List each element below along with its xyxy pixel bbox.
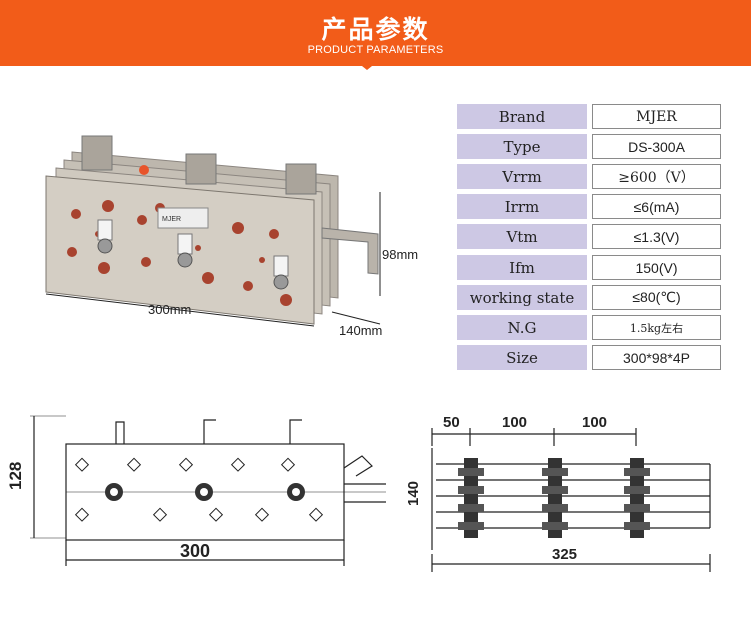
- spec-row-working-state: working state ≤80(℃): [457, 285, 721, 310]
- spec-row-ng: N.G 1.5kg左右: [457, 315, 721, 340]
- front-view-svg: [30, 415, 389, 566]
- spec-value: ≤80(℃): [592, 285, 721, 310]
- spec-row-ifm: Ifm 150(V): [457, 255, 721, 280]
- page-subtitle: PRODUCT PARAMETERS: [307, 44, 444, 56]
- spec-value: DS-300A: [592, 134, 721, 159]
- spec-label: Type: [457, 134, 587, 159]
- front-view-drawing: [26, 410, 389, 580]
- product-photo: MJER: [38, 128, 408, 348]
- terminal-bolts: [97, 219, 289, 290]
- spec-value: 150(V): [592, 255, 721, 280]
- spec-row-size: Size 300*98*4P: [457, 345, 721, 370]
- front-dim-width: 300: [180, 541, 211, 561]
- spec-label: working state: [457, 285, 587, 310]
- spec-label: Vtm: [457, 224, 587, 249]
- spec-value: 1.5kg左右: [592, 315, 721, 340]
- spec-row-vtm: Vtm ≤1.3(V): [457, 224, 721, 249]
- spec-value: ≤6(mA): [592, 194, 721, 219]
- side-dim-100a: 100: [502, 414, 528, 431]
- spec-row-irrm: Irrm ≤6(mA): [457, 194, 721, 219]
- spec-value: 300*98*4P: [592, 345, 721, 370]
- side-dim-height: 140: [405, 480, 422, 506]
- spec-label: Irrm: [457, 194, 587, 219]
- spec-value: ≤1.3(V): [592, 224, 721, 249]
- side-dim-50: 50: [443, 414, 460, 431]
- spec-row-type: Type DS-300A: [457, 134, 721, 159]
- spec-row-brand: Brand MJER: [457, 104, 721, 129]
- spec-value: ≥600（V）: [592, 164, 721, 189]
- dim-length: 300mm: [148, 302, 192, 317]
- spec-label: Brand: [457, 104, 587, 129]
- spec-value: MJER: [592, 104, 721, 129]
- header-banner: [0, 0, 751, 66]
- rectifier-illustration: MJER: [45, 135, 381, 327]
- side-view-drawing: [406, 424, 726, 584]
- dim-depth: 140mm: [339, 323, 383, 338]
- side-dim-100b: 100: [582, 414, 608, 431]
- side-dim-total: 325: [552, 546, 578, 563]
- spec-label: Ifm: [457, 255, 587, 280]
- dim-height: 98mm: [382, 247, 419, 262]
- spec-label: Size: [457, 345, 587, 370]
- spec-row-vrrm: Vrrm ≥600（V）: [457, 164, 721, 189]
- spec-label: Vrrm: [457, 164, 587, 189]
- label-brand: MJER: [162, 216, 181, 223]
- page-title: 产品参数: [321, 15, 430, 44]
- spec-label: N.G: [457, 315, 587, 340]
- front-dim-height: 128: [6, 461, 25, 490]
- side-view-svg: [431, 428, 711, 572]
- header-notch: [357, 62, 377, 70]
